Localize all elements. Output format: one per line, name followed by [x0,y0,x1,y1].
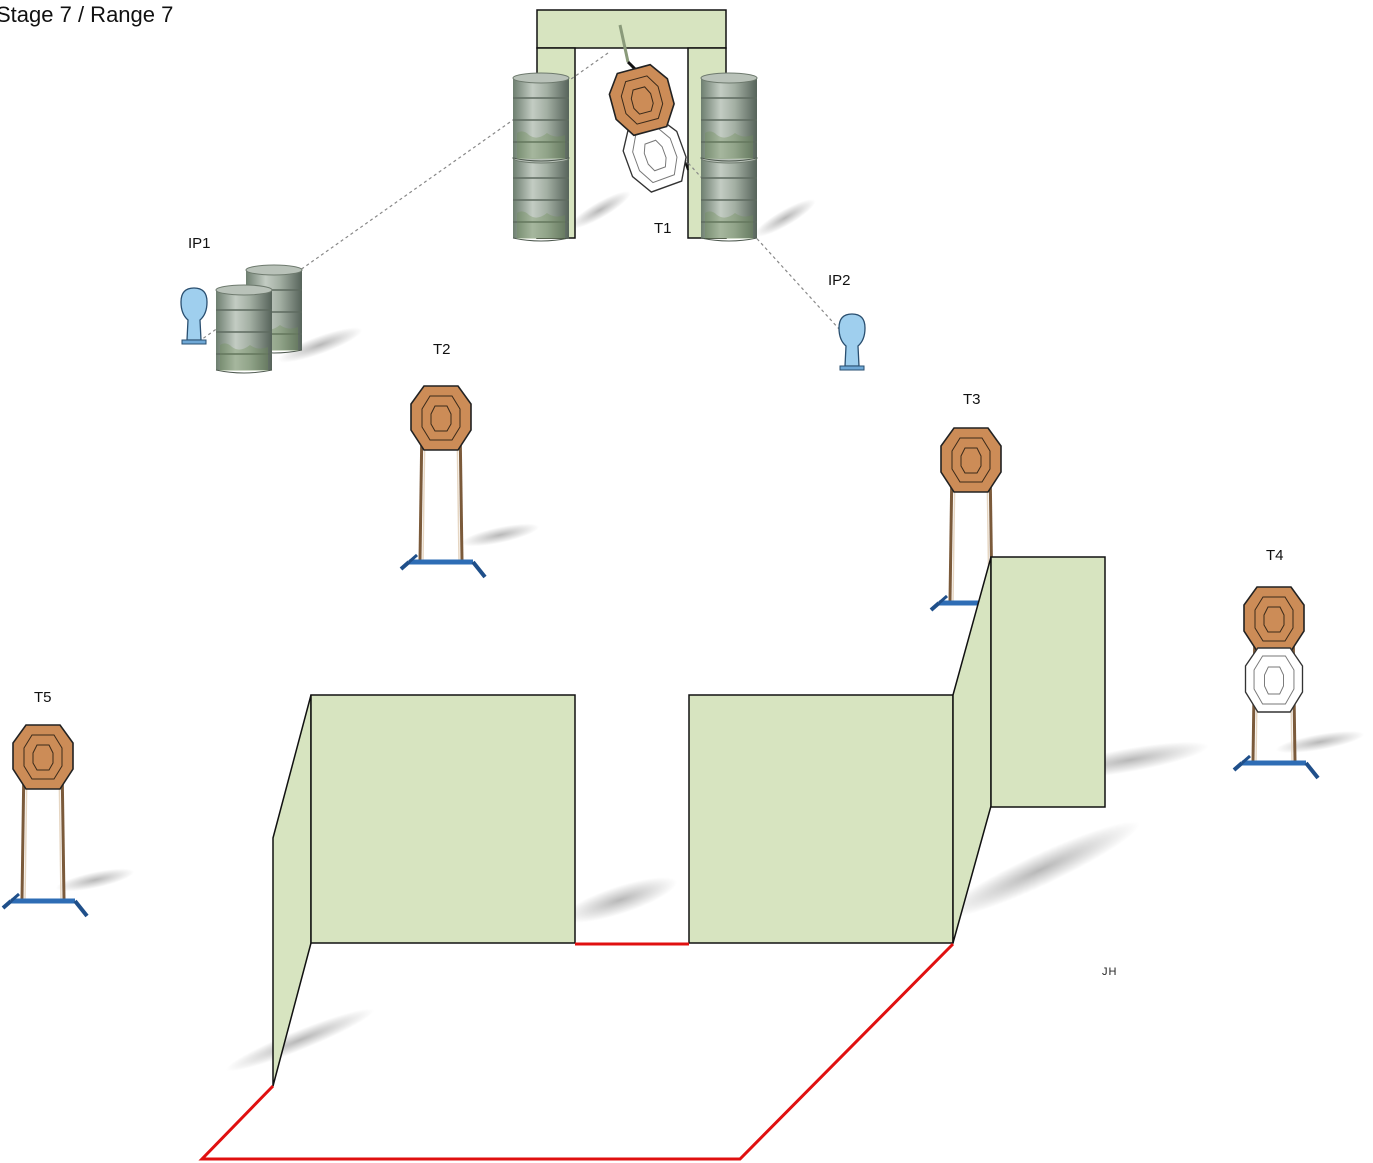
popper-ip1 [180,287,208,345]
stage-title: Stage 7 / Range 7 [0,2,174,27]
barrels-right [700,72,758,242]
label-t5: T5 [34,689,52,706]
walls [272,556,1106,1087]
fault-lines [198,942,955,1161]
label-t4: T4 [1266,547,1284,564]
author-initials: JH [1102,966,1118,978]
target-t1 [603,24,695,198]
barrels-left [512,72,570,242]
label-ip2: IP2 [828,272,851,289]
target-t2 [401,385,485,577]
popper-ip2 [838,313,866,371]
label-t2: T2 [433,341,451,358]
label-t1: T1 [654,220,672,237]
label-t3: T3 [963,391,981,408]
label-ip1: IP1 [188,235,211,252]
